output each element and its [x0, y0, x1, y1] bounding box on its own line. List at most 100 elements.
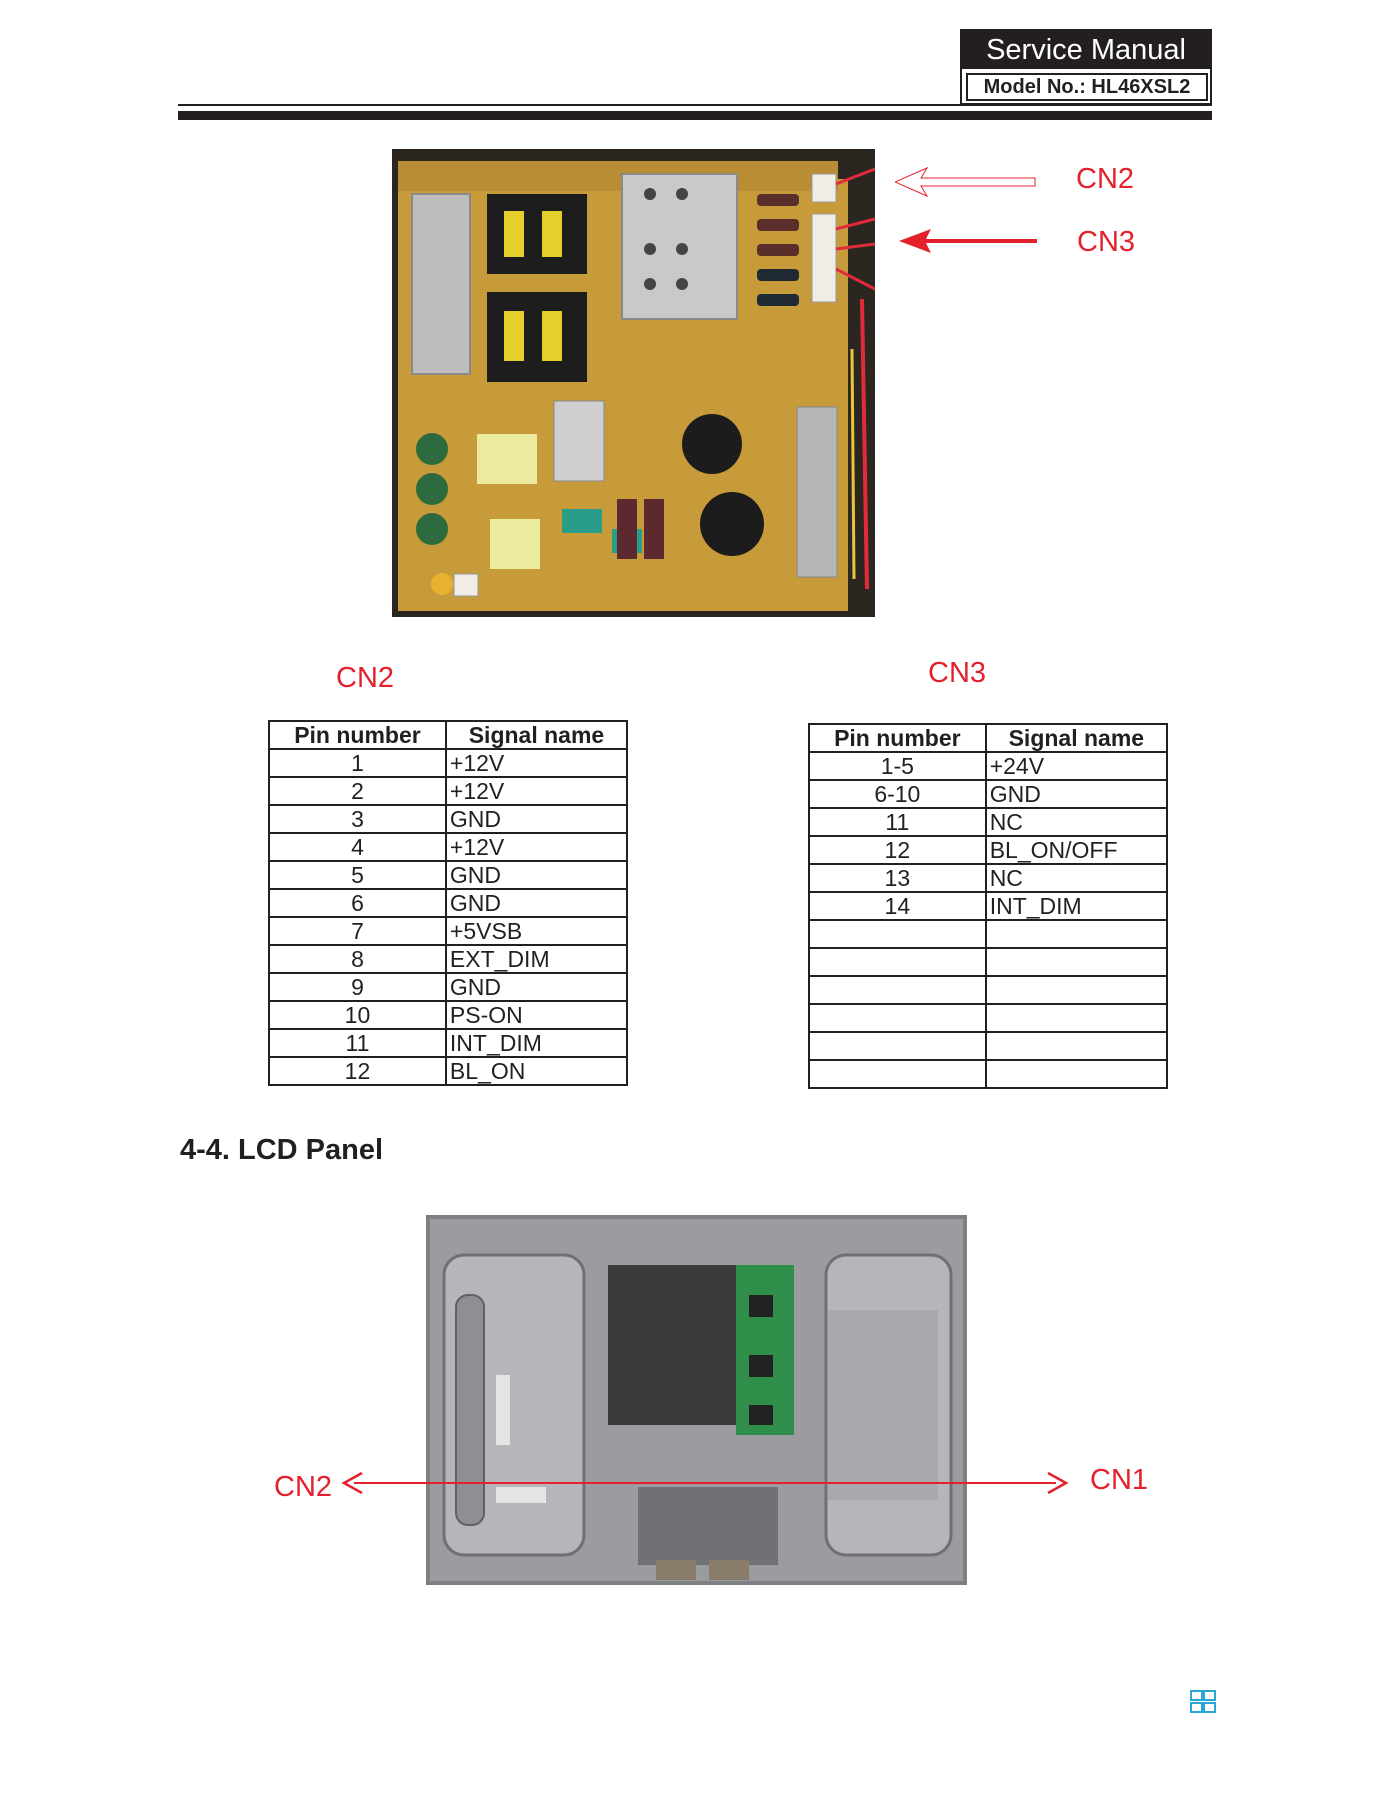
- signal-name: [984, 1059, 1169, 1089]
- column-header: Signal name: [984, 723, 1169, 753]
- pin-number: [808, 947, 987, 977]
- signal-name: BL_ON: [444, 1056, 629, 1086]
- table-row: 2+12V: [268, 776, 629, 806]
- psu-arrows: [895, 166, 1037, 253]
- pin-number: 7: [268, 916, 447, 946]
- table-header-row: Pin number Signal name: [268, 720, 629, 750]
- signal-name: EXT_DIM: [444, 944, 629, 974]
- grid-icon: [1190, 1690, 1216, 1713]
- lcd-panel-image: [426, 1215, 967, 1585]
- cn3-arrow-head: [899, 229, 931, 253]
- column-header: Pin number: [808, 723, 987, 753]
- signal-name: GND: [444, 860, 629, 890]
- pin-number: 3: [268, 804, 447, 834]
- signal-name: NC: [984, 807, 1169, 837]
- column-header: Pin number: [268, 720, 447, 750]
- lcd-label-cn2: CN2: [274, 1471, 333, 1503]
- section-heading: 4-4. LCD Panel: [180, 1134, 384, 1166]
- signal-name: PS-ON: [444, 1000, 629, 1030]
- signal-name: GND: [984, 779, 1169, 809]
- pin-number: 11: [268, 1028, 447, 1058]
- pin-number: 1-5: [808, 751, 987, 781]
- table-row: [808, 975, 1169, 1005]
- pin-number: 13: [808, 863, 987, 893]
- lcd-arrow: [341, 1471, 1069, 1495]
- signal-name: +24V: [984, 751, 1169, 781]
- pin-number: [808, 1031, 987, 1061]
- signal-name: +5VSB: [444, 916, 629, 946]
- signal-name: +12V: [444, 776, 629, 806]
- signal-name: [984, 975, 1169, 1005]
- pin-number: 12: [268, 1056, 447, 1086]
- signal-name: +12V: [444, 832, 629, 862]
- pin-number: 11: [808, 807, 987, 837]
- signal-name: [984, 1031, 1169, 1061]
- cn2-table-caption: CN2: [336, 662, 395, 694]
- header-rule-thin: [178, 104, 1212, 106]
- signal-name: [984, 1003, 1169, 1033]
- table-row: [808, 1059, 1169, 1089]
- pin-number: 10: [268, 1000, 447, 1030]
- signal-name: GND: [444, 888, 629, 918]
- lcd-label-cn1: CN1: [1090, 1464, 1149, 1496]
- table-row: 4+12V: [268, 832, 629, 862]
- pin-number: 12: [808, 835, 987, 865]
- signal-name: GND: [444, 804, 629, 834]
- pin-number: 9: [268, 972, 447, 1002]
- pin-number: 5: [268, 860, 447, 890]
- header-model: Model No.: HL46XSL2: [966, 73, 1208, 101]
- column-header: Signal name: [444, 720, 629, 750]
- table-row: 1-5+24V: [808, 751, 1169, 781]
- signal-name: +12V: [444, 748, 629, 778]
- psu-board-image: [392, 149, 875, 617]
- pin-number: [808, 1003, 987, 1033]
- cn2-arrow-head: [341, 1471, 363, 1495]
- cn3-table-caption: CN3: [928, 657, 987, 689]
- table-row: [808, 947, 1169, 977]
- header-title: Service Manual: [962, 31, 1210, 69]
- pin-number: 14: [808, 891, 987, 921]
- signal-name: NC: [984, 863, 1169, 893]
- pin-number: 6-10: [808, 779, 987, 809]
- table-row: 1+12V: [268, 748, 629, 778]
- header-box: Service Manual Model No.: HL46XSL2: [960, 29, 1212, 105]
- cn1-arrow-head: [1047, 1471, 1069, 1495]
- table-row: [808, 1003, 1169, 1033]
- table-row: [808, 919, 1169, 949]
- pin-number: 4: [268, 832, 447, 862]
- signal-name: [984, 919, 1169, 949]
- psu-label-cn2: CN2: [1076, 163, 1135, 195]
- pin-number: 6: [268, 888, 447, 918]
- signal-name: [984, 947, 1169, 977]
- signal-name: GND: [444, 972, 629, 1002]
- header-rule-thick: [178, 111, 1212, 120]
- cn2-arrow-outline: [895, 166, 1036, 198]
- pin-number: [808, 919, 987, 949]
- signal-name: INT_DIM: [444, 1028, 629, 1058]
- pin-number: 2: [268, 776, 447, 806]
- table-row: 7+5VSB: [268, 916, 629, 946]
- pin-number: 8: [268, 944, 447, 974]
- pin-number: 1: [268, 748, 447, 778]
- signal-name: INT_DIM: [984, 891, 1169, 921]
- table-row: [808, 1031, 1169, 1061]
- pin-number: [808, 1059, 987, 1089]
- psu-label-cn3: CN3: [1077, 226, 1136, 258]
- pin-number: [808, 975, 987, 1005]
- signal-name: BL_ON/OFF: [984, 835, 1169, 865]
- table-header-row: Pin number Signal name: [808, 723, 1169, 753]
